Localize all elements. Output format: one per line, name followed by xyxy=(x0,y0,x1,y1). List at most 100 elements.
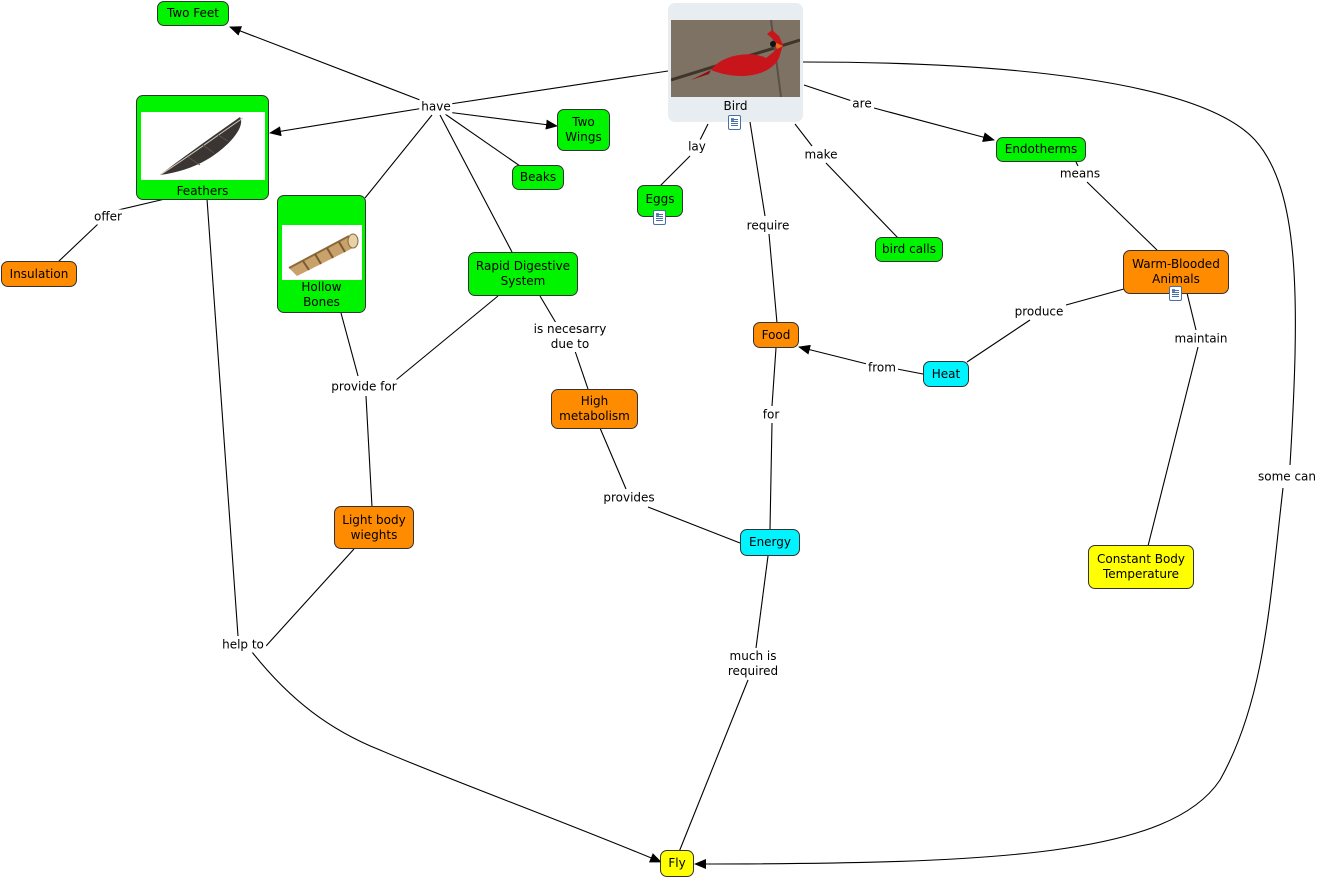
light-body-label: Light body wieghts xyxy=(342,512,406,542)
node-insulation[interactable]: Insulation xyxy=(1,261,77,287)
line-warm-produce xyxy=(1065,288,1125,306)
line-bird-are xyxy=(803,84,853,102)
line-help-fly xyxy=(251,651,662,863)
line-light-help xyxy=(265,548,355,647)
line-dig-necessary xyxy=(539,295,557,324)
hollow-bone-image xyxy=(281,225,362,280)
line-make-calls xyxy=(825,162,899,239)
line-require-food xyxy=(768,233,778,324)
node-food[interactable]: Food xyxy=(753,322,799,348)
line-means-warm xyxy=(1086,181,1158,251)
bird-calls-label: bird calls xyxy=(882,242,936,256)
line-maintain-constant xyxy=(1147,346,1199,547)
link-label-much-required: much is required xyxy=(716,649,790,679)
link-label-make: make xyxy=(802,147,840,163)
line-bird-somecan xyxy=(802,61,1296,466)
node-rapid-digestive[interactable]: Rapid Digestive System xyxy=(468,252,578,296)
line-energy-much xyxy=(755,555,769,649)
link-label-require: require xyxy=(744,218,792,234)
link-label-offer: offer xyxy=(92,209,124,225)
node-two-feet[interactable]: Two Feet xyxy=(157,1,229,26)
link-label-produce: produce xyxy=(1012,304,1066,320)
fly-label: Fly xyxy=(668,856,686,870)
node-fly[interactable]: Fly xyxy=(660,850,694,877)
link-label-necessary: is necesarry due to xyxy=(528,322,612,352)
document-icon[interactable] xyxy=(728,115,741,130)
line-feathers-offer xyxy=(117,198,166,211)
line-heat-from xyxy=(896,368,924,375)
line-offer-insulation xyxy=(57,223,99,263)
line-meta-provides xyxy=(599,427,627,490)
line-bird-lay xyxy=(699,123,709,141)
line-have-two-wings xyxy=(446,111,558,130)
line-endo-means xyxy=(1075,161,1079,167)
two-wings-label: Two Wings xyxy=(565,115,602,144)
bird-label: Bird xyxy=(723,99,748,113)
node-feathers[interactable]: Feathers xyxy=(136,95,269,200)
rapid-digestive-label: Rapid Digestive System xyxy=(475,259,571,288)
document-icon[interactable] xyxy=(1169,286,1182,301)
node-bird[interactable]: Bird xyxy=(668,3,803,122)
node-warm-blooded[interactable]: Warm-Blooded Animals xyxy=(1123,250,1229,294)
beaks-label: Beaks xyxy=(519,170,557,184)
two-feet-label: Two Feet xyxy=(166,6,220,20)
link-label-means: means xyxy=(1057,166,1103,182)
node-bird-calls[interactable]: bird calls xyxy=(875,237,943,262)
link-label-help-to: help to xyxy=(220,637,266,653)
line-bird-have xyxy=(436,70,669,107)
hollow-bones-label: Hollow Bones xyxy=(301,280,342,309)
link-label-have: have xyxy=(419,99,453,115)
line-for-energy xyxy=(769,422,773,530)
line-food-for xyxy=(771,347,777,407)
line-have-beaks xyxy=(444,113,521,167)
node-beaks[interactable]: Beaks xyxy=(512,165,564,190)
line-bird-make xyxy=(794,123,813,147)
line-are-endotherms xyxy=(873,107,995,142)
line-hollow-provide xyxy=(340,312,359,377)
link-label-are: are xyxy=(850,96,874,112)
warm-blooded-label: Warm-Blooded Animals xyxy=(1132,257,1220,286)
line-warm-maintain xyxy=(1186,292,1197,331)
document-icon[interactable] xyxy=(653,210,666,225)
food-label: Food xyxy=(761,327,791,342)
line-provide-light xyxy=(365,395,373,508)
line-have-digestive xyxy=(439,114,513,253)
insulation-label: Insulation xyxy=(9,266,69,281)
link-label-maintain: maintain xyxy=(1172,331,1230,347)
high-metabolism-label: High metabolism xyxy=(559,394,630,423)
link-label-provides: provides xyxy=(601,490,657,506)
eggs-label: Eggs xyxy=(645,192,675,206)
node-light-body[interactable]: Light body wieghts xyxy=(334,506,414,549)
node-heat[interactable]: Heat xyxy=(923,361,969,387)
link-label-some-can: some can xyxy=(1255,469,1319,485)
line-somecan-fly xyxy=(694,487,1284,869)
cardinal-bird-image xyxy=(671,20,800,97)
link-label-from: from xyxy=(866,360,898,376)
line-digestive-provide xyxy=(395,295,499,381)
node-hollow-bones[interactable]: Hollow Bones xyxy=(277,195,366,313)
line-provides-energy xyxy=(647,506,741,544)
link-label-provide-for: provide for xyxy=(329,379,399,395)
node-endotherms[interactable]: Endotherms xyxy=(996,137,1086,162)
line-have-two-feet xyxy=(229,26,421,101)
constant-temp-label: Constant Body Temperature xyxy=(1096,552,1186,581)
line-produce-heat xyxy=(966,319,1031,363)
heat-label: Heat xyxy=(931,366,961,381)
feathers-label: Feathers xyxy=(176,184,229,198)
feather-image xyxy=(140,112,265,180)
line-lay-eggs xyxy=(659,155,691,187)
node-energy[interactable]: Energy xyxy=(740,529,800,556)
line-feathers-help xyxy=(206,198,239,637)
link-label-for: for xyxy=(760,407,782,423)
endotherms-label: Endotherms xyxy=(1004,142,1078,156)
line-bird-require xyxy=(749,121,766,217)
node-constant-temp[interactable]: Constant Body Temperature xyxy=(1088,545,1194,589)
line-from-food xyxy=(798,344,868,365)
line-much-fly xyxy=(678,679,749,853)
node-two-wings[interactable]: Two Wings xyxy=(557,109,610,151)
node-eggs[interactable]: Eggs xyxy=(637,185,683,217)
node-high-metabolism[interactable]: High metabolism xyxy=(551,389,638,429)
energy-label: Energy xyxy=(748,535,791,549)
line-necessary-meta xyxy=(574,350,589,390)
